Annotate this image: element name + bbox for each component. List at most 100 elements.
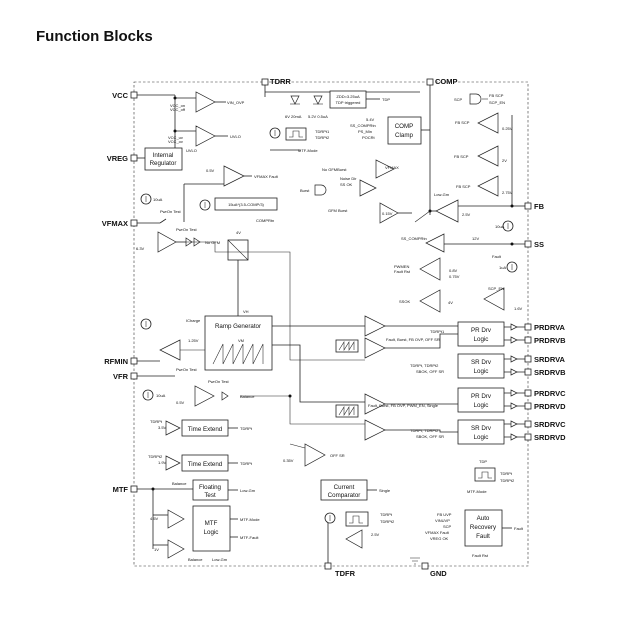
uvlo-label: UVLO — [230, 134, 241, 139]
ramp-generator-label: Ramp Generator — [215, 323, 261, 330]
vcc-uv-label: VCC_uv — [168, 135, 183, 140]
tdrpt-in-label: TDRPt — [150, 419, 163, 424]
pin-ss-label: SS — [534, 240, 544, 249]
current-comparator-label-2: Comparator — [328, 492, 361, 499]
fb-comparator-275: FB SCP 2.75V — [456, 175, 513, 197]
tdrpt2-in-label: TDRPt2 — [148, 454, 163, 459]
tdp-top-label: TDP — [479, 459, 487, 464]
ps-min-label: PS_Min — [358, 129, 372, 134]
time-extend-2-block: Time Extend TDRPt2 1.9V TDRPt — [148, 454, 253, 472]
no-gfmburst-label: No GFMBurst — [322, 167, 347, 172]
fbscp-label-2: FB SCP — [455, 120, 470, 125]
zener-dac-label: ZDD=3.25uA — [336, 94, 360, 99]
pr-drv-logic-2-label-2: Logic — [474, 402, 489, 409]
ssok-label: SSOK — [399, 299, 410, 304]
pin-srdrvd: SRDRVD — [524, 433, 566, 442]
v16-label: 1.6V — [514, 306, 523, 311]
low-gm-label: Low-Gm — [434, 192, 450, 197]
balance3-label: Balance — [188, 557, 203, 562]
vco-core: 4V COMPRtn — [227, 218, 274, 316]
vfmax-fault-label: VFMAX Fault — [254, 174, 279, 179]
v25-label: 2.5V — [462, 212, 471, 217]
v19-label: 1.9V — [158, 460, 167, 465]
auto-recovery-label-2: Recovery — [470, 524, 497, 531]
fault-rst2-label: Fault Rst — [472, 553, 489, 558]
scp-a-label: SCP — [443, 524, 452, 529]
tdrpt1-label: TDRPt1 — [315, 129, 330, 134]
pr-drv-logic-1-label-2: Logic — [474, 336, 489, 343]
no-gfm-label: No GFM — [205, 240, 220, 245]
pin-fb: FB — [524, 202, 545, 211]
v25b-label: 2.5V — [371, 532, 380, 537]
ss-comprtn-label-2: SS_COMPRtn — [401, 236, 427, 241]
uvlo-in-label: UVLO — [186, 148, 197, 153]
pin-tdfr-label: TDFR — [335, 569, 356, 578]
time-extend-1-label: Time Extend — [188, 426, 223, 433]
tdrpt-row-label: TDRPt, TDRPt2 — [410, 363, 439, 368]
scp-en-label: SCP_EN — [489, 100, 505, 105]
pwm-comparator-a — [335, 315, 386, 359]
tdrpt2-tdp-label: TDRPt2 — [500, 478, 515, 483]
sbok2-label: SBOK, OFF SR — [416, 434, 444, 439]
mtf-logic-block: MTF Logic 4.5V 1V MTF-Mode MTF-Fault Bal… — [150, 489, 260, 562]
uvlo-comparator: UVLO VCC_uv VCC_ov — [168, 125, 241, 147]
v125-label: 1.25V — [188, 338, 199, 343]
pin-vfmax: VFMAX — [102, 219, 138, 228]
pwron-test-label-vfr: PwrOn Test — [176, 367, 197, 372]
comp-clamp-label-2: Clamp — [395, 132, 413, 139]
pwmen-comparator: PWMEN Fault Rst 0.8V 0.75V — [394, 257, 460, 281]
fbuvp-label: FB UVP — [437, 512, 452, 517]
mtf-fault-label: MTF-Fault — [240, 535, 259, 540]
pin-vfr: VFR — [113, 372, 138, 381]
pin-comp-label: COMP — [435, 77, 458, 86]
v025-label: 0.25V — [502, 126, 513, 131]
time-extend-1-block: Time Extend TDRPt 3.5V TDRPt — [150, 419, 253, 437]
vfmax-fault2-label: VFMAX Fault — [425, 530, 450, 535]
pwron-test2-label: PwrOn Test — [176, 227, 197, 232]
i10ua-label-b: 10uA — [495, 224, 505, 229]
ss-network: SS_COMPRtn 12V 10uA Fault 1uA — [401, 220, 525, 273]
fbscp-label-4: FB SCP — [456, 184, 471, 189]
current-comparator-block: Current Comparator Single — [320, 479, 391, 501]
fault-rst-label: Fault Rst — [394, 269, 411, 274]
v12-label: 12V — [472, 236, 479, 241]
i10ua-label-c: 10uA — [156, 393, 166, 398]
vcc-on-label: VCC_on — [170, 103, 185, 108]
v5-label: 5.4V — [366, 117, 375, 122]
ssok-comparator: SSOK 4V SCP_EN 1.6V — [399, 286, 523, 313]
zener-block: 6V 20mA 5.2V 0.5uA ZDD=3.25uA TDP trigge… — [264, 85, 420, 119]
pin-prdrva-label: PRDRVA — [534, 323, 566, 332]
v35-label: 3.5V — [158, 425, 167, 430]
vm-label: VM — [238, 338, 244, 343]
fault-row2-label: Fault, Burst, FB OVP, PWM_EN, Single — [368, 403, 439, 408]
current-source-10ua: 10uA — [140, 193, 163, 205]
vin-ovp-label: VIN_OVP — [227, 100, 245, 105]
sr-drv-logic-2-label-1: SR Drv — [471, 425, 492, 432]
single-label: Single — [379, 488, 391, 493]
pin-srdrvc-label: SRDRVC — [534, 420, 566, 429]
floating-test-label-1: Floating — [199, 484, 222, 491]
pin-fb-label: FB — [534, 202, 545, 211]
tdp-triggered-label: TDP triggered — [336, 100, 361, 105]
comp-clamp-block: COMP Clamp 5.4V SS_COMPRtn PS_Min POCRt — [350, 85, 431, 215]
sbok-label: SBOK, OFF SR — [416, 369, 444, 374]
low-gm2-label: Low-Gm — [240, 488, 256, 493]
vcc-ov-label: VCC_ov — [168, 139, 183, 144]
pwm-comparator-b — [335, 393, 386, 441]
pin-prdrvb: PRDRVB — [524, 336, 566, 345]
sr-drv-logic-2-block: SR Drv Logic TDRPt, TDRPt2 SBOK, OFF SR — [410, 419, 525, 445]
v05b-label: 0.5V — [176, 400, 185, 405]
pin-prdrva: PRDRVA — [524, 323, 566, 332]
pr-drv-logic-2-block: PR Drv Logic Fault, Burst, FB OVP, PWM_E… — [368, 387, 525, 413]
zener-52-label: 5.2V 0.5uA — [308, 114, 328, 119]
ground-symbol — [410, 557, 420, 565]
scp-en2-label: SCP_EN — [488, 286, 504, 291]
fb-comparator-025: FB SCP 0.25V — [455, 112, 513, 134]
auto-recovery-label-1: Auto — [477, 515, 490, 522]
internal-regulator-block: Internal Regulator UVLO — [137, 147, 197, 171]
pin-gnd: GND — [410, 557, 447, 578]
vfmax-comparator: VFMAX Fault 0.5V — [183, 165, 279, 222]
auto-recovery-label-3: Fault — [476, 533, 490, 540]
pin-vcc: VCC — [112, 91, 138, 100]
ramp-generator-block: Ramp Generator ICharge VH VM — [186, 309, 273, 371]
